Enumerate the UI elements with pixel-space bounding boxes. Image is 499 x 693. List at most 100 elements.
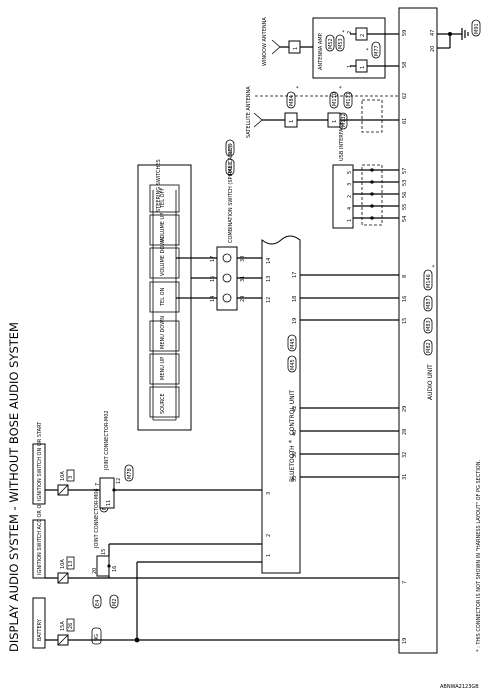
star-m53: * [342, 30, 345, 36]
conn-m111: M111 [346, 92, 352, 106]
bluetooth-control-unit: BLUETOOTH ® CONTROL UNIT M45 M45 3 2 1 3… [261, 235, 301, 574]
pin-au-59: 59 [402, 30, 408, 36]
combination-switch: 14 24 15 31 17 33 COMBINATION SWITCH (SP… [176, 139, 262, 311]
figure-id: ABNWA2123GB [440, 684, 479, 690]
switch-menu-up-label: MENU UP [160, 357, 166, 380]
pin-au-55: 55 [402, 204, 408, 210]
fuse-1-id: 26 [68, 623, 74, 629]
pin-au-61: 61 [402, 118, 408, 124]
conn-m84: M84 [289, 95, 295, 106]
pin-au-31: 31 [402, 474, 408, 480]
star-m146: * [432, 265, 435, 271]
pin-wa-1: 1 [293, 47, 299, 50]
pin-bt-36: 36 [292, 452, 298, 458]
pin-cs-17: 17 [210, 256, 216, 262]
pin-au-53: 53 [402, 180, 408, 186]
steering-switches: STEERING SWITCHES SOURCE MENU UP MENU DO… [137, 159, 192, 431]
pin-j2-12: 12 [116, 478, 122, 484]
star-m110: * [339, 86, 342, 92]
switch-tel-off: TEL OFF [149, 184, 180, 213]
switch-menu-down: MENU DOWN [149, 316, 180, 352]
audio-unit: AUDIO UNIT M82 M83 M87 M146 * 19 7 31 32… [398, 7, 438, 654]
switch-menu-up: MENU UP [149, 353, 180, 385]
pin-usb-3: 3 [347, 183, 353, 186]
conn-m45-a: M45 [290, 359, 296, 370]
pin-au-62: 62 [402, 93, 408, 99]
pin-au-28: 28 [402, 429, 408, 435]
pin-au-47: 47 [430, 30, 436, 36]
pin-cs-15: 15 [210, 276, 216, 282]
pin-aa-1: 1 [360, 66, 366, 69]
pin-j1-15: 15 [101, 549, 107, 555]
joint-m06-label: JOINT CONNECTOR-M06 [94, 488, 100, 549]
switch-volume-down-label: VOLUME DOWN [160, 237, 166, 276]
fuse-2-id: 13 [68, 561, 74, 567]
joint-m02-label: JOINT CONNECTOR-M02 [104, 410, 110, 471]
combination-label: COMBINATION SWITCH (SPIRAL CABLE) [228, 146, 234, 243]
pin-au-58: 58 [402, 62, 408, 68]
fuse-3-id: 3 [68, 476, 74, 479]
antenna-amp-label: ANTENNA AMP. [318, 32, 324, 70]
footnote: * : THIS CONNECTOR IS NOT SHOWN IN "HARN… [476, 460, 482, 652]
conn-m79: M79 [228, 143, 234, 154]
pin-au-54: 54 [402, 216, 408, 222]
pin-j2-11: 11 [106, 500, 112, 506]
switch-source-label: SOURCE [160, 393, 166, 414]
pin-usb-5: 5 [347, 171, 353, 174]
bt-audio-wires [300, 274, 399, 478]
pin-cs-31: 31 [240, 276, 246, 282]
conn-m87: M87 [426, 298, 432, 309]
pin-bt-1: 1 [266, 554, 272, 557]
pin-bt-2: 2 [266, 534, 272, 537]
antenna-amp: ANTENNA AMP. M52 M53 * M77 * 2 1 2 1 [312, 17, 399, 79]
conn-m110: M110 [332, 92, 338, 106]
pin-sat-1: 1 [289, 120, 295, 123]
pin-bt-18: 18 [292, 296, 298, 302]
pin-usb-1: 1 [347, 219, 353, 222]
switch-volume-up-label: VOLUME UP [160, 213, 166, 242]
pin-au-15: 15 [402, 318, 408, 324]
bluetooth-label-b: CONTROL UNIT [289, 390, 296, 436]
pin-au-32: 32 [402, 452, 408, 458]
pin-au-16: 16 [402, 296, 408, 302]
ignition-acc-supply: IGNITION SWITCH ACC OR ON 10A 13 20 15 1… [32, 488, 399, 584]
pin-bt-17: 17 [292, 272, 298, 278]
pin-au-57: 57 [402, 168, 408, 174]
pin-bt-35: 35 [292, 476, 298, 482]
diagram-title: DISPLAY AUDIO SYSTEM - WITHOUT BOSE AUDI… [7, 322, 21, 652]
conn-m77: M77 [374, 45, 380, 56]
pin-j1-20: 20 [92, 568, 98, 574]
ign-acc-label: IGNITION SWITCH ACC OR ON [37, 501, 43, 575]
switch-menu-down-label: MENU DOWN [160, 316, 166, 349]
bluetooth-registered-mark: ® [288, 439, 293, 443]
pin-bt-13: 13 [266, 276, 272, 282]
pin-au-29: 29 [402, 406, 408, 412]
conn-m52: M52 [328, 38, 334, 49]
switch-source: SOURCE [149, 386, 180, 418]
switch-tel-on: TEL ON [149, 281, 180, 313]
battery-supply: BATTERY 15A 26 9G E4 M2 [32, 561, 399, 649]
window-antenna: 1 WINDOW ANTENNA [262, 17, 313, 66]
pin-9g: 9G [94, 634, 100, 641]
star-m77: * [366, 48, 369, 54]
switch-volume-down: VOLUME DOWN [149, 237, 180, 279]
pin-cs-24: 24 [240, 296, 246, 302]
pin-au-56: 56 [402, 192, 408, 198]
bluetooth-label-a: BLUETOOTH [289, 445, 296, 482]
pin-j2-7: 7 [95, 483, 101, 486]
switch-volume-up: VOLUME UP [149, 213, 180, 246]
pin-au-20: 20 [430, 46, 436, 52]
pin-bt-19: 19 [292, 318, 298, 324]
pin-usb-2: 2 [347, 195, 353, 198]
pin-sat-2: 1 [332, 120, 338, 123]
conn-m80-b: M80 [228, 162, 234, 173]
pin-bt-12: 12 [266, 297, 272, 303]
conn-m82: M82 [426, 342, 432, 353]
battery-label: BATTERY [37, 618, 43, 641]
usb-interface: USB INTERFACE M132 1 4 2 3 5 [332, 112, 399, 229]
conn-m53: M53 [338, 38, 344, 49]
audio-unit-label: AUDIO UNIT [427, 364, 434, 400]
star-m84: * [296, 86, 299, 92]
pin-bt-40: 40 [292, 430, 298, 436]
